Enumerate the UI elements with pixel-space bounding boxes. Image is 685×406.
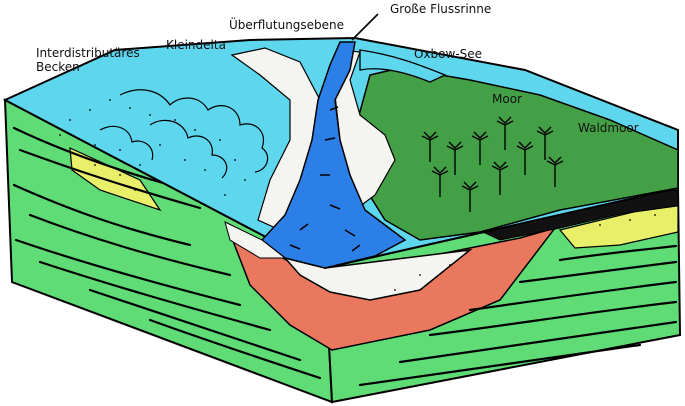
crevasse-delta [99, 89, 269, 179]
channel-hatches [289, 106, 361, 252]
sand-body-white [282, 248, 473, 301]
oxbow-lake [359, 49, 447, 83]
river-channel [260, 41, 407, 269]
trees [421, 116, 564, 212]
stipple [59, 99, 656, 291]
channel-bar [224, 221, 287, 259]
grosse-flussrinne-pointer [351, 13, 379, 41]
yellow-lens-left [69, 147, 162, 212]
label-becken-line2: Becken [36, 60, 80, 74]
label-becken-line1: Interdistributäres [36, 46, 140, 60]
strata-lines-front [12, 126, 322, 380]
strata-lines-right [358, 244, 678, 387]
label-kleindelta: Kleindelta [166, 38, 226, 52]
label-grosse-flussrinne: Große Flussrinne [390, 2, 492, 16]
label-ueberflutungsebene: Überflutungsebene [229, 18, 345, 32]
label-waldmoor: Waldmoor [578, 121, 639, 135]
label-oxbow-see: Oxbow-See [414, 47, 483, 61]
label-interdistributaeres-becken: Interdistributäres Becken [36, 46, 140, 74]
label-moor: Moor [492, 92, 522, 106]
